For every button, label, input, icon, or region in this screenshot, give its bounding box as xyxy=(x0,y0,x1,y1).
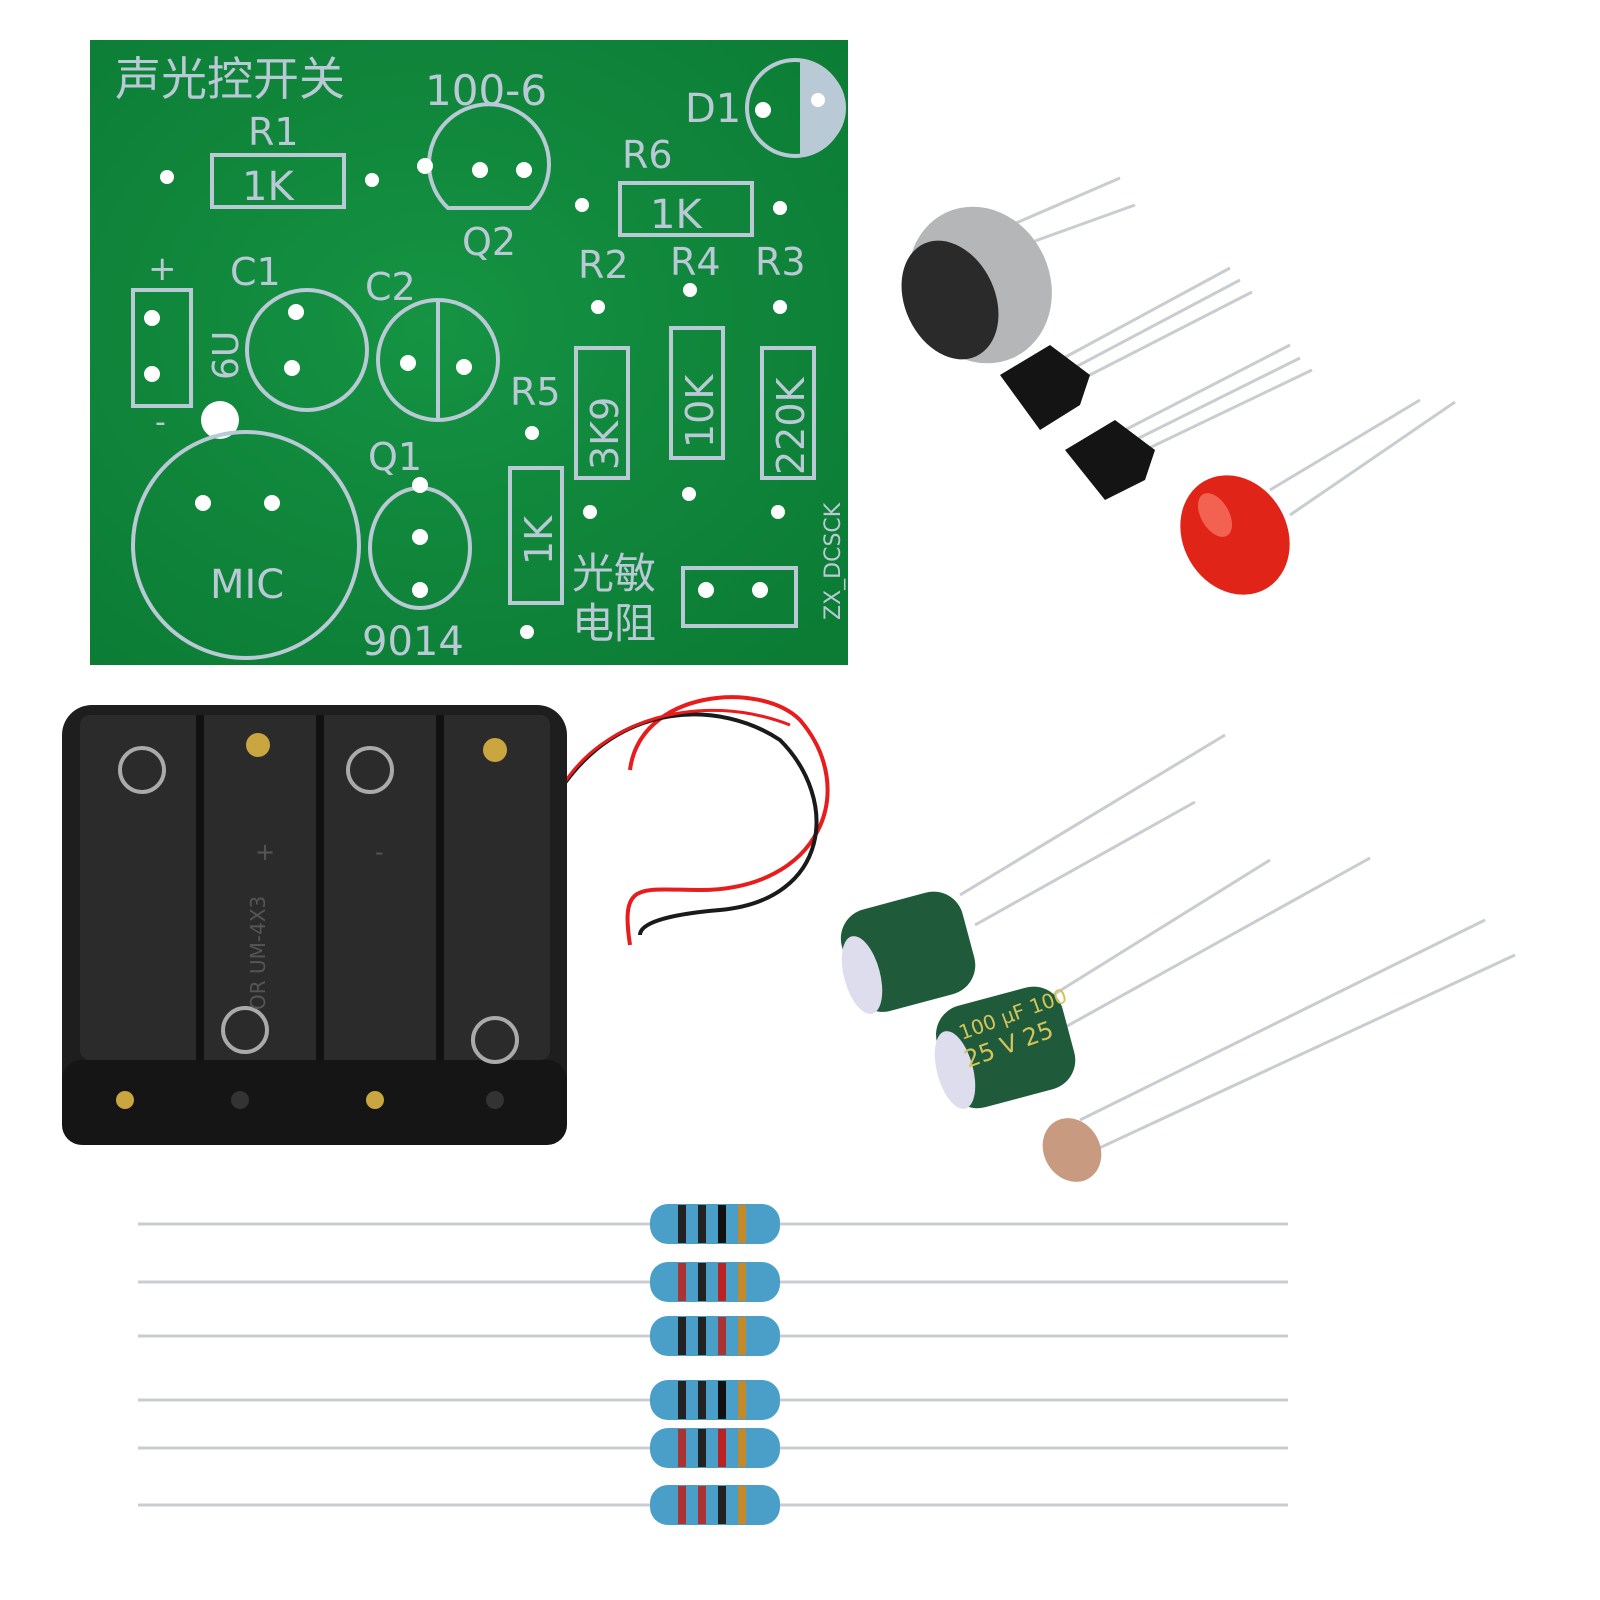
label-q2: Q2 xyxy=(462,220,516,264)
r3-value: 220K xyxy=(769,376,813,475)
microphone xyxy=(901,176,1136,364)
capacitor: 100 μF 100 25 V 25 xyxy=(934,856,1371,1109)
q1-type: 9014 xyxy=(362,619,464,665)
ldr-label-line1: 光敏 xyxy=(572,549,656,598)
r1-value: 1K xyxy=(242,164,295,210)
minus-label: - xyxy=(155,405,166,440)
label-r4: R4 xyxy=(670,240,721,284)
pcb-model: 100-6 xyxy=(425,66,547,115)
r5-value: 1K xyxy=(517,515,561,565)
photoresistor xyxy=(1042,918,1516,1182)
r6-value: 1K xyxy=(650,192,703,238)
resistor xyxy=(138,1316,1288,1356)
transistor xyxy=(1000,266,1253,430)
pcb-side-text: ZX_DCSCK xyxy=(821,502,846,620)
label-r3: R3 xyxy=(755,240,806,284)
battery-holder: + - OR UM-4X3 xyxy=(62,695,830,1145)
battery-plus-label: + xyxy=(255,838,275,866)
ldr-label-line2: 电阻 xyxy=(572,599,656,648)
voltage-label: 6U xyxy=(206,331,247,380)
battery-marking: OR UM-4X3 xyxy=(246,896,270,1010)
resistor xyxy=(138,1485,1288,1525)
capacitor xyxy=(840,733,1226,1014)
resistor xyxy=(138,1204,1288,1244)
label-d1: D1 xyxy=(685,86,741,132)
plus-label: + xyxy=(148,249,177,289)
transistor xyxy=(1065,343,1313,500)
resistor xyxy=(138,1428,1288,1468)
red-led xyxy=(1180,398,1456,595)
pcb-board: 声光控开关 100-6 R1 1K Q2 D1 R6 1K R2 R4 R3 3… xyxy=(90,40,848,665)
resistor xyxy=(138,1262,1288,1302)
label-r5: R5 xyxy=(510,370,561,414)
label-c1: C1 xyxy=(230,250,281,294)
label-r6: R6 xyxy=(622,133,673,177)
battery-minus-label: - xyxy=(375,838,384,866)
label-q1: Q1 xyxy=(368,435,422,479)
label-r1: R1 xyxy=(248,110,299,154)
label-r2: R2 xyxy=(578,243,629,287)
pcb-title: 声光控开关 xyxy=(115,52,345,106)
mic-label: MIC xyxy=(210,562,284,608)
r2-value: 3K9 xyxy=(583,397,627,470)
resistor xyxy=(138,1380,1288,1420)
label-c2: C2 xyxy=(365,265,416,309)
r4-value: 10K xyxy=(678,374,722,448)
